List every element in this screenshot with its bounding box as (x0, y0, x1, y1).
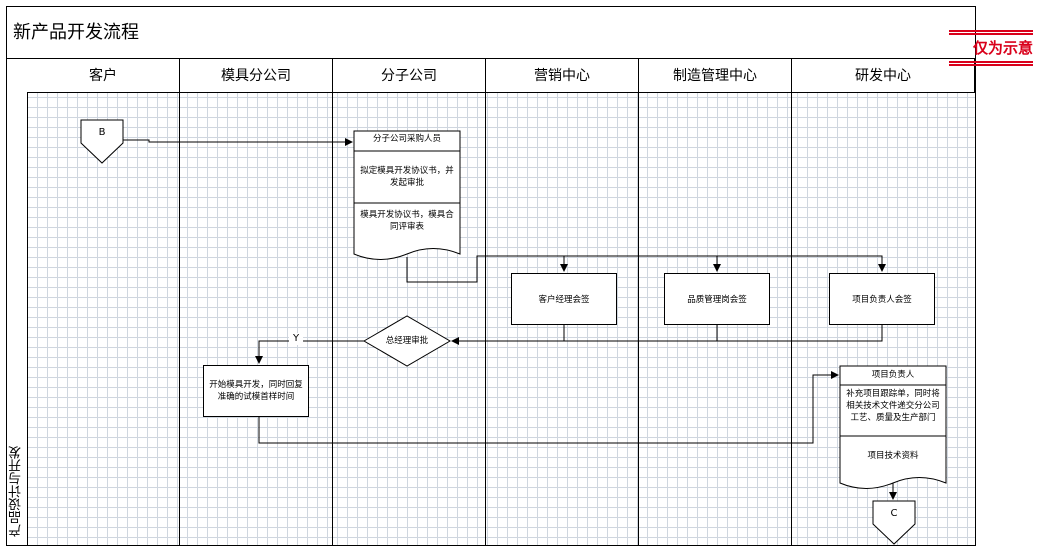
project-doc-footer: 项目技术资料 (867, 451, 919, 461)
lane-header-customer: 客户 (27, 59, 180, 93)
lane-divider (179, 93, 180, 545)
purchase-doc-footer: 模具开发协议书，模具合同评审表 (360, 210, 454, 232)
flow-signs-merge (451, 325, 883, 345)
project-doc-shape (839, 365, 947, 489)
flow-graphics (80, 119, 947, 545)
quality-manager-sign-box: 品质管理岗会签 (664, 273, 770, 325)
connector-b-shape (80, 119, 124, 164)
lane-divider (791, 93, 792, 545)
gm-approval-diamond (363, 315, 451, 367)
purchase-doc-header: 分子公司采购人员 (372, 134, 441, 144)
swimlane-diagram: 新产品开发流程 产品设计与开发 客户 模具分公司 分子公司 营销中心 制造管理中… (6, 6, 976, 546)
flow-yes-to-mold-dev (255, 340, 364, 364)
diagram-title: 新产品开发流程 (7, 7, 975, 59)
project-lead-sign-box: 项目负责人会签 (829, 273, 935, 325)
flow-b-to-purchase (123, 138, 353, 146)
project-doc-body: 补充项目跟踪单，同时将相关技术文件递交分公司工艺、质量及生产部门 (846, 389, 940, 423)
lane-header-rnd: 研发中心 (792, 59, 975, 93)
lane-divider (638, 93, 639, 545)
lane-header-marketing: 营销中心 (486, 59, 639, 93)
lane-header-mold-branch: 模具分公司 (180, 59, 333, 93)
yes-label: Y (289, 333, 303, 345)
gm-approval-label: 总经理审批 (385, 336, 429, 346)
flow-mold-to-project (258, 371, 839, 444)
customer-manager-sign-label: 客户经理会签 (538, 295, 590, 305)
connector-c-label: C (890, 508, 898, 519)
purchase-doc-shape (353, 130, 461, 260)
lane-header-manufacturing: 制造管理中心 (639, 59, 792, 93)
watermark-label: 仅为示意 (949, 30, 1033, 66)
quality-manager-sign-label: 品质管理岗会签 (687, 295, 747, 305)
lane-divider (485, 93, 486, 545)
flow-purchase-split (406, 255, 886, 283)
lane-header-subsidiary: 分子公司 (333, 59, 486, 93)
mold-dev-label: 开始模具开发，同时回复准确的试模首样时间 (209, 380, 303, 402)
project-doc-header: 项目负责人 (871, 370, 915, 380)
connector-b-label: B (98, 127, 106, 138)
mold-dev-box: 开始模具开发，同时回复准确的试模首样时间 (203, 365, 309, 417)
connector-c-shape (872, 500, 916, 545)
purchase-doc-body: 拟定模具开发协议书，并发起审批 (360, 166, 454, 188)
lane-divider (332, 93, 333, 545)
phase-column: 产品设计与开发 (7, 59, 28, 545)
project-lead-sign-label: 项目负责人会签 (852, 295, 912, 305)
customer-manager-sign-box: 客户经理会签 (511, 273, 617, 325)
